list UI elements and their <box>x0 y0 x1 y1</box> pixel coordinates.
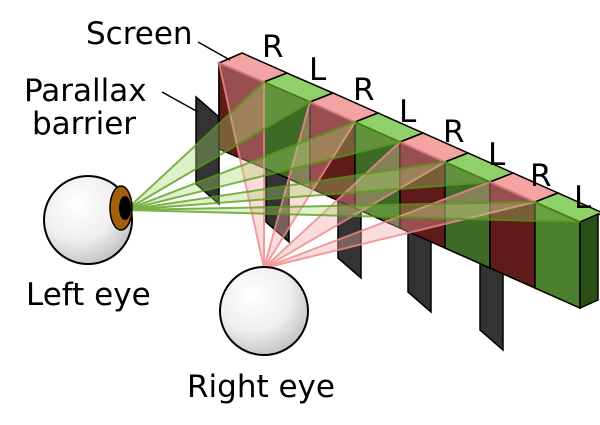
left-ray-fan <box>125 80 313 211</box>
left-ray-fan <box>125 120 404 211</box>
right-eye <box>219 266 309 356</box>
left-eye-label: Left eye <box>26 277 151 313</box>
pixel-letter: R <box>443 114 465 150</box>
pixel-letters: R L R L R L R L <box>262 29 592 216</box>
pixel-letter: R <box>353 72 375 108</box>
pixel-letter: L <box>488 137 506 173</box>
left-eye <box>43 175 133 265</box>
left-eyeball <box>43 175 133 265</box>
pixel-letter: R <box>530 158 552 194</box>
pixel-letter: L <box>574 180 592 216</box>
right-eyeball <box>219 266 309 356</box>
pixel-letter: L <box>309 52 327 88</box>
screen-leader-line <box>197 41 231 61</box>
left-ray-fan <box>125 160 491 211</box>
left-eye-rays <box>125 80 581 223</box>
right-eye-label: Right eye <box>187 369 335 405</box>
barrier-leader-line <box>161 91 199 113</box>
screen <box>217 52 600 310</box>
barrier-label-line1: Parallax <box>24 73 147 109</box>
screen-label: Screen <box>86 16 193 52</box>
left-pupil <box>119 196 131 220</box>
pixel-letter: R <box>262 29 284 65</box>
screen-end <box>579 212 599 310</box>
pixel-letter: L <box>399 94 417 130</box>
barrier-label-line2: barrier <box>32 106 136 142</box>
left-ray-fan <box>125 200 581 223</box>
